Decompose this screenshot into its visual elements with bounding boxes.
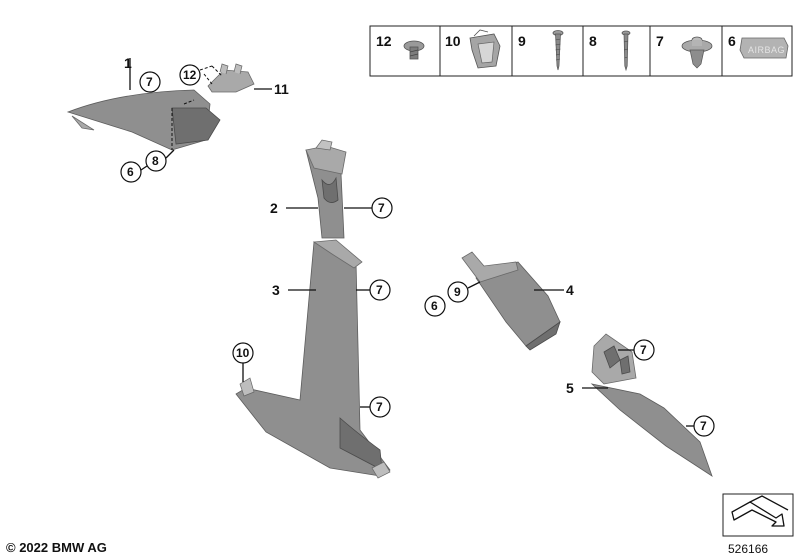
callout-rivet-3b-label: 7 xyxy=(376,400,383,414)
label-part-3: 3 xyxy=(272,282,280,298)
label-part-4: 4 xyxy=(566,282,574,298)
part-5-d-pillar-trim xyxy=(590,333,713,477)
part-4-c-pillar-trim xyxy=(461,251,561,351)
pin-screw-icon xyxy=(621,30,631,72)
part-2-b-pillar-upper xyxy=(305,139,347,239)
callout-rivet-1 xyxy=(139,71,161,93)
callout-screw-8 xyxy=(145,150,167,172)
callout-emblem-4 xyxy=(424,295,446,317)
callout-rivet-5b-label: 7 xyxy=(700,419,707,433)
callout-rivet-5b xyxy=(693,415,715,437)
label-part-11: 11 xyxy=(274,81,289,97)
callout-rivet-3a xyxy=(369,279,391,301)
legend-num-8: 8 xyxy=(589,33,597,49)
callout-rivet-3b xyxy=(369,396,391,418)
callout-emblem-6 xyxy=(120,161,142,183)
callout-screw-12 xyxy=(179,64,201,86)
small-parts-legend: 12 10 9 8 7 6 xyxy=(369,25,793,77)
clip-icon xyxy=(469,29,501,69)
callout-screw-8-label: 8 xyxy=(152,154,159,168)
legend-num-10: 10 xyxy=(445,33,461,49)
legend-num-9: 9 xyxy=(518,33,526,49)
callout-clip-10-label: 10 xyxy=(236,346,250,360)
label-part-5: 5 xyxy=(566,380,574,396)
callout-rivet-2-label: 7 xyxy=(378,201,385,215)
label-part-1: 1 xyxy=(124,55,132,71)
copyright-notice: © 2022 BMW AG xyxy=(6,540,107,555)
long-screw-icon xyxy=(552,30,564,71)
callout-emblem-6-label: 6 xyxy=(127,165,134,179)
push-rivet-icon xyxy=(681,36,713,69)
label-part-2: 2 xyxy=(270,200,278,216)
legend-num-7: 7 xyxy=(656,33,664,49)
callout-screw-9-label: 9 xyxy=(454,285,461,299)
callout-screw-9 xyxy=(447,281,469,303)
airbag-emblem-text: AIRBAG xyxy=(748,45,785,55)
callout-rivet-1-label: 7 xyxy=(146,75,153,89)
legend-num-12: 12 xyxy=(376,33,392,49)
callout-screw-12-label: 12 xyxy=(183,68,197,82)
part-3-b-pillar-lower xyxy=(235,239,391,479)
legend-num-6: 6 xyxy=(728,33,736,49)
callout-rivet-5a-label: 7 xyxy=(640,343,647,357)
callout-rivet-5a xyxy=(633,339,655,361)
callout-rivet-3a-label: 7 xyxy=(376,283,383,297)
screw-icon xyxy=(403,40,425,60)
part-1-a-pillar-trim xyxy=(66,89,221,151)
orientation-symbol xyxy=(722,493,794,537)
airbag-emblem-icon: AIRBAG xyxy=(739,37,789,59)
diagram-id: 526166 xyxy=(728,542,769,556)
callout-emblem-4-label: 6 xyxy=(431,299,438,313)
part-11-bracket xyxy=(203,63,255,93)
callout-rivet-2 xyxy=(371,197,393,219)
